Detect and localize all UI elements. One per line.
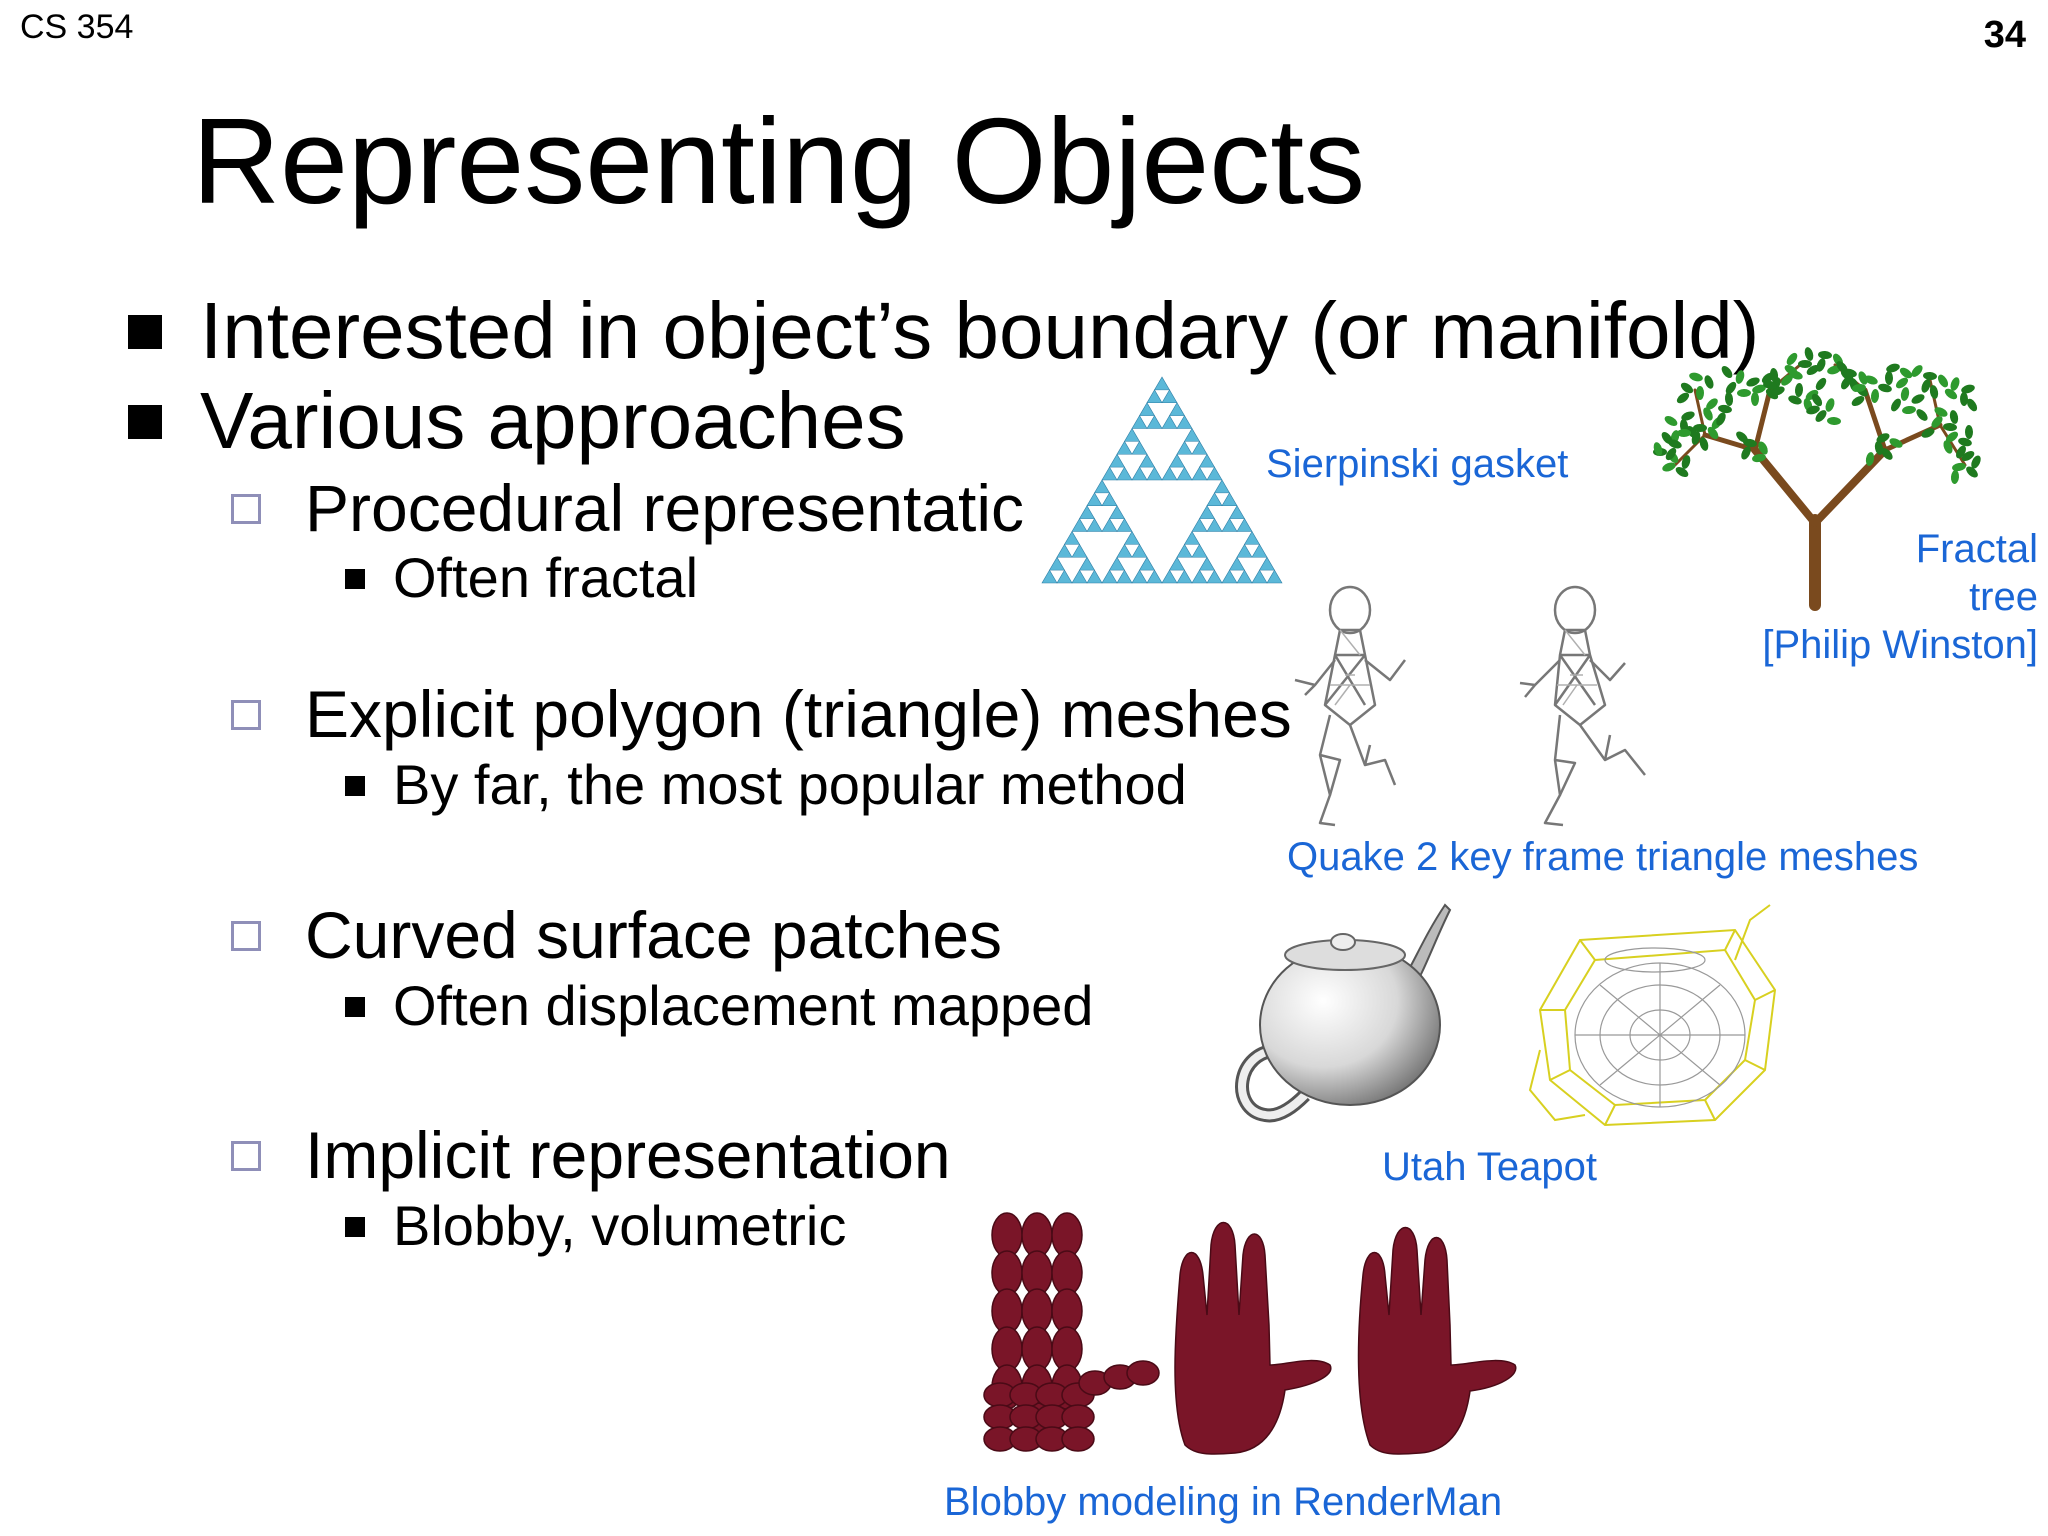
caption-fractal-tree-line1: Fractal (1915, 527, 2038, 571)
sub-bullet-displacement: Often displacement mapped (345, 973, 1094, 1038)
sub-bullet-text: Blobby, volumetric (393, 1194, 847, 1257)
square-bullet-icon (128, 405, 162, 439)
small-square-bullet-icon (345, 776, 365, 796)
sub-bullet-popular: By far, the most popular method (345, 752, 1187, 817)
small-square-bullet-icon (345, 569, 365, 589)
slide-title: Representing Objects (192, 93, 1366, 229)
approach-implicit: Implicit representation (231, 1117, 951, 1193)
bullet-text: Interested in object’s boundary (or mani… (200, 286, 1760, 375)
open-square-bullet-icon (231, 494, 261, 524)
utah-teapot-solid-image (1235, 903, 1452, 1123)
small-square-bullet-icon (345, 997, 365, 1017)
bullet-approaches: Various approaches (128, 375, 906, 467)
caption-fractal-tree-line3: [Philip Winston] (1762, 623, 2038, 667)
page-number: 34 (1983, 14, 2026, 56)
approach-label: Implicit representation (305, 1118, 951, 1192)
utah-teapot-wireframe-image (1528, 904, 1777, 1127)
open-square-bullet-icon (231, 700, 261, 730)
sub-bullet-text: Often fractal (393, 546, 699, 609)
caption-teapot: Utah Teapot (1382, 1145, 1597, 1189)
approach-curved-patches: Curved surface patches (231, 897, 1003, 973)
course-label: CS 354 (20, 8, 134, 46)
blobby-hands-image (983, 1212, 1517, 1455)
caption-fractal-tree-line2: tree (1969, 575, 2038, 619)
sub-bullet-blobby: Blobby, volumetric (345, 1193, 847, 1258)
open-square-bullet-icon (231, 921, 261, 951)
approach-procedural: Procedural representatic (231, 470, 1025, 546)
approach-label: Curved surface patches (305, 898, 1003, 972)
small-square-bullet-icon (345, 1217, 365, 1237)
square-bullet-icon (128, 315, 162, 349)
quake-mesh-figure-2 (1519, 585, 1646, 827)
sierpinski-gasket-image (1041, 376, 1283, 584)
bullet-boundary: Interested in object’s boundary (or mani… (128, 285, 1760, 377)
sub-bullet-text: By far, the most popular method (393, 753, 1187, 816)
sub-bullet-fractal: Often fractal (345, 545, 699, 610)
approach-polygon-meshes: Explicit polygon (triangle) meshes (231, 676, 1292, 752)
quake-mesh-figure-1 (1294, 585, 1406, 827)
approach-label: Procedural representatic (305, 471, 1025, 545)
open-square-bullet-icon (231, 1141, 261, 1171)
caption-blobby: Blobby modeling in RenderMan (944, 1480, 1503, 1524)
caption-quake: Quake 2 key frame triangle meshes (1287, 835, 1919, 879)
caption-sierpinski: Sierpinski gasket (1266, 442, 1569, 486)
fractal-tree-image (1653, 347, 1981, 611)
bullet-text: Various approaches (200, 376, 906, 465)
approach-label: Explicit polygon (triangle) meshes (305, 677, 1292, 751)
sub-bullet-text: Often displacement mapped (393, 974, 1094, 1037)
